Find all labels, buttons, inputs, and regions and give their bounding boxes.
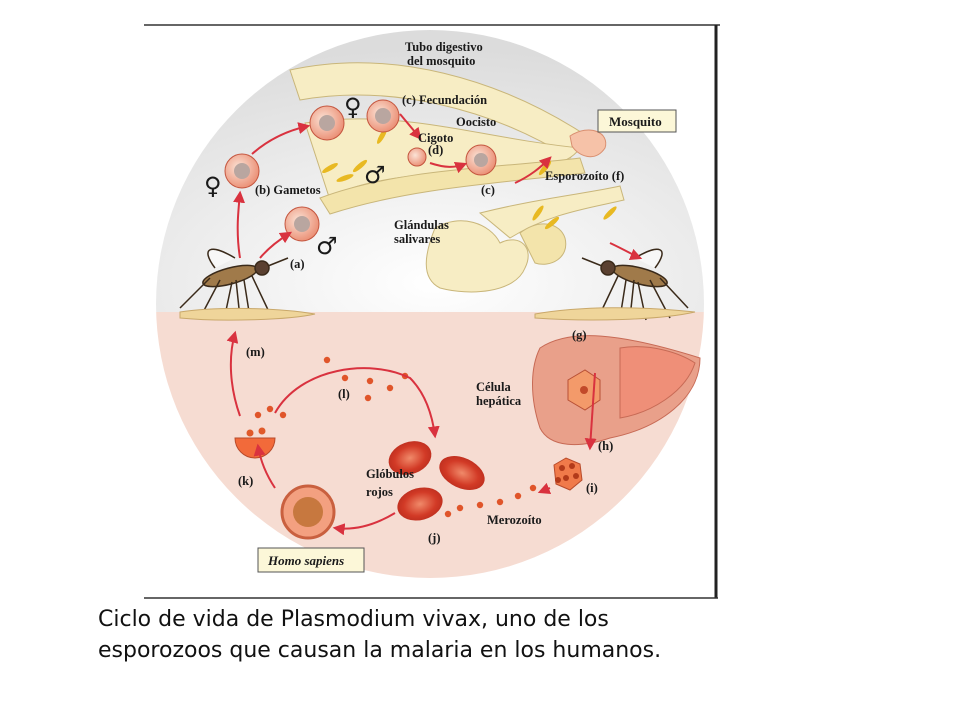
label-glandulas-2: salivares	[394, 232, 440, 246]
malaria-lifecycle-figure: Tubo digestivo del mosquito (c) Fecundac…	[140, 18, 730, 602]
label-step-g: (g)	[572, 328, 587, 342]
label-tubo-digestivo-1: Tubo digestivo	[405, 40, 483, 54]
label-tubo-digestivo-2: del mosquito	[407, 54, 475, 68]
label-homo-sapiens: Homo sapiens	[267, 553, 344, 568]
homo-sapiens-label-box	[257, 547, 365, 573]
label-merozoito: Merozoíto	[487, 513, 542, 527]
lifecycle-diagram: Tubo digestivo del mosquito (c) Fecundac…	[144, 24, 720, 599]
salivary-duct	[478, 185, 625, 239]
label-globulos-2: rojos	[366, 485, 393, 499]
skin-left	[179, 307, 316, 321]
figure-caption: Ciclo de vida de Plasmodium vivax, uno d…	[98, 604, 858, 666]
salivary-gland-left	[425, 220, 529, 293]
salivary-gland-right	[519, 223, 567, 265]
label-step-h: (h)	[598, 439, 613, 453]
lifecycle-arrows	[226, 113, 643, 536]
label-step-i: (i)	[586, 481, 598, 495]
mosquito-left-icon	[179, 248, 289, 321]
female-symbol-icon: ♀	[344, 93, 362, 121]
male-symbol-icon: ♂	[316, 232, 338, 260]
caption-line-2: esporozoos que causan la malaria en los …	[98, 638, 662, 663]
label-fecundacion: (c) Fecundación	[402, 93, 487, 107]
liver-icon	[532, 335, 701, 446]
mosquito-label-box	[597, 109, 677, 133]
mosquito-gut-lower	[319, 157, 586, 215]
label-glandulas-1: Glándulas	[394, 218, 449, 232]
label-globulos-1: Glóbulos	[366, 467, 414, 481]
label-cigoto: Cigoto	[418, 131, 453, 145]
label-step-m: (m)	[246, 345, 265, 359]
gut-pouch	[569, 129, 607, 158]
label-mosquito: Mosquito	[609, 114, 662, 129]
label-step-c2: (c)	[481, 183, 495, 197]
label-step-d: (d)	[428, 143, 443, 157]
label-celula-2: hepática	[476, 394, 522, 408]
label-step-a: (a)	[290, 257, 305, 271]
caption-line-1: Ciclo de vida de Plasmodium vivax, uno d…	[98, 607, 609, 632]
female-symbol-icon: ♀	[204, 172, 222, 200]
label-step-k: (k)	[238, 474, 253, 488]
mosquito-right-icon	[581, 248, 689, 321]
label-step-j: (j)	[428, 531, 441, 545]
male-symbol-icon: ♂	[364, 161, 386, 189]
skin-right	[534, 307, 696, 321]
label-oocisto: Oocisto	[456, 115, 496, 129]
label-celula-1: Célula	[476, 380, 511, 394]
label-step-l: (l)	[338, 387, 350, 401]
merozoite-cluster	[553, 457, 583, 491]
label-esporozoito: Esporozoíto (f)	[545, 169, 624, 183]
red-blood-cells	[388, 441, 485, 521]
merozoite-dots	[254, 356, 537, 518]
infected-cell	[280, 484, 336, 540]
gamete-cells	[224, 99, 497, 242]
label-gametos: (b) Gametos	[255, 183, 321, 197]
